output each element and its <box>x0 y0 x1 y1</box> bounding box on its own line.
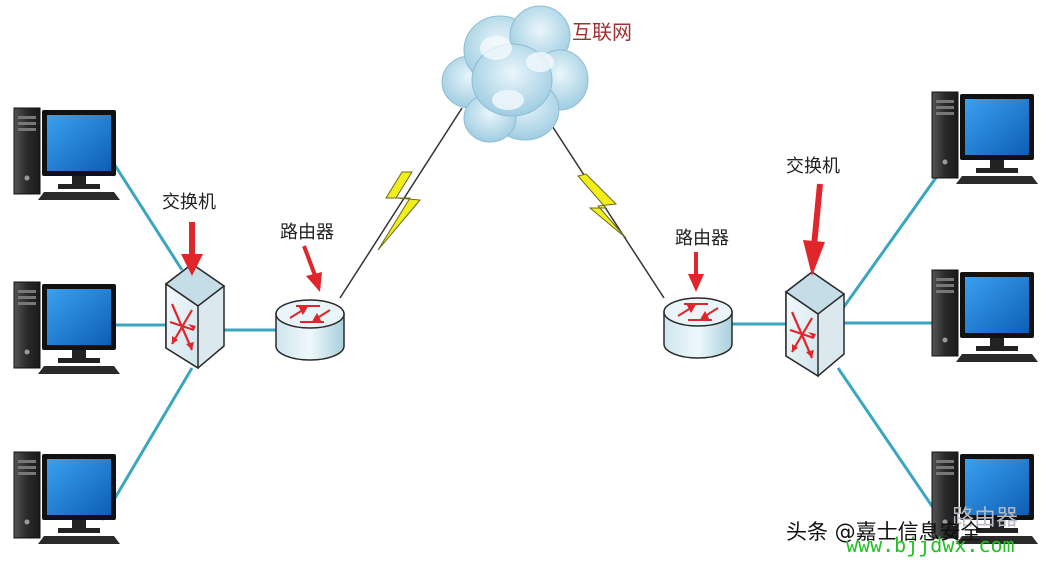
right-computer-icon-1 <box>931 91 1039 185</box>
right-router-icon <box>663 297 733 359</box>
right-router-label: 路由器 <box>675 228 729 249</box>
right-switch-callout-arrow-icon <box>803 183 825 276</box>
right-switch-icon <box>784 270 846 378</box>
left-router-callout-arrow-icon <box>302 245 322 292</box>
left-router-label: 路由器 <box>280 222 334 243</box>
right-switch-label: 交换机 <box>786 156 840 177</box>
left-computer-icon-1 <box>13 107 121 201</box>
watermark-source: 头条 @嘉士信息安全 <box>786 520 982 544</box>
left-switch-label: 交换机 <box>162 192 216 213</box>
left-router-icon <box>275 299 345 361</box>
right-computer-icon-2 <box>931 269 1039 363</box>
right-router-callout-arrow-icon <box>688 252 704 292</box>
watermark-overlay: 路由器 <box>952 506 1019 531</box>
internet-cloud-icon <box>441 5 589 143</box>
left-wireless-lightning-icon <box>377 171 422 251</box>
watermark-url: www.bjjdwx.com <box>846 533 1015 557</box>
lan-cables <box>100 144 947 521</box>
right-wireless-lightning-icon <box>577 173 627 239</box>
left-computer-icon-2 <box>13 281 121 375</box>
internet-label: 互联网 <box>572 20 632 44</box>
left-switch-icon <box>164 262 226 370</box>
left-switch-callout-arrow-icon <box>181 222 203 276</box>
left-computer-icon-3 <box>13 451 121 545</box>
